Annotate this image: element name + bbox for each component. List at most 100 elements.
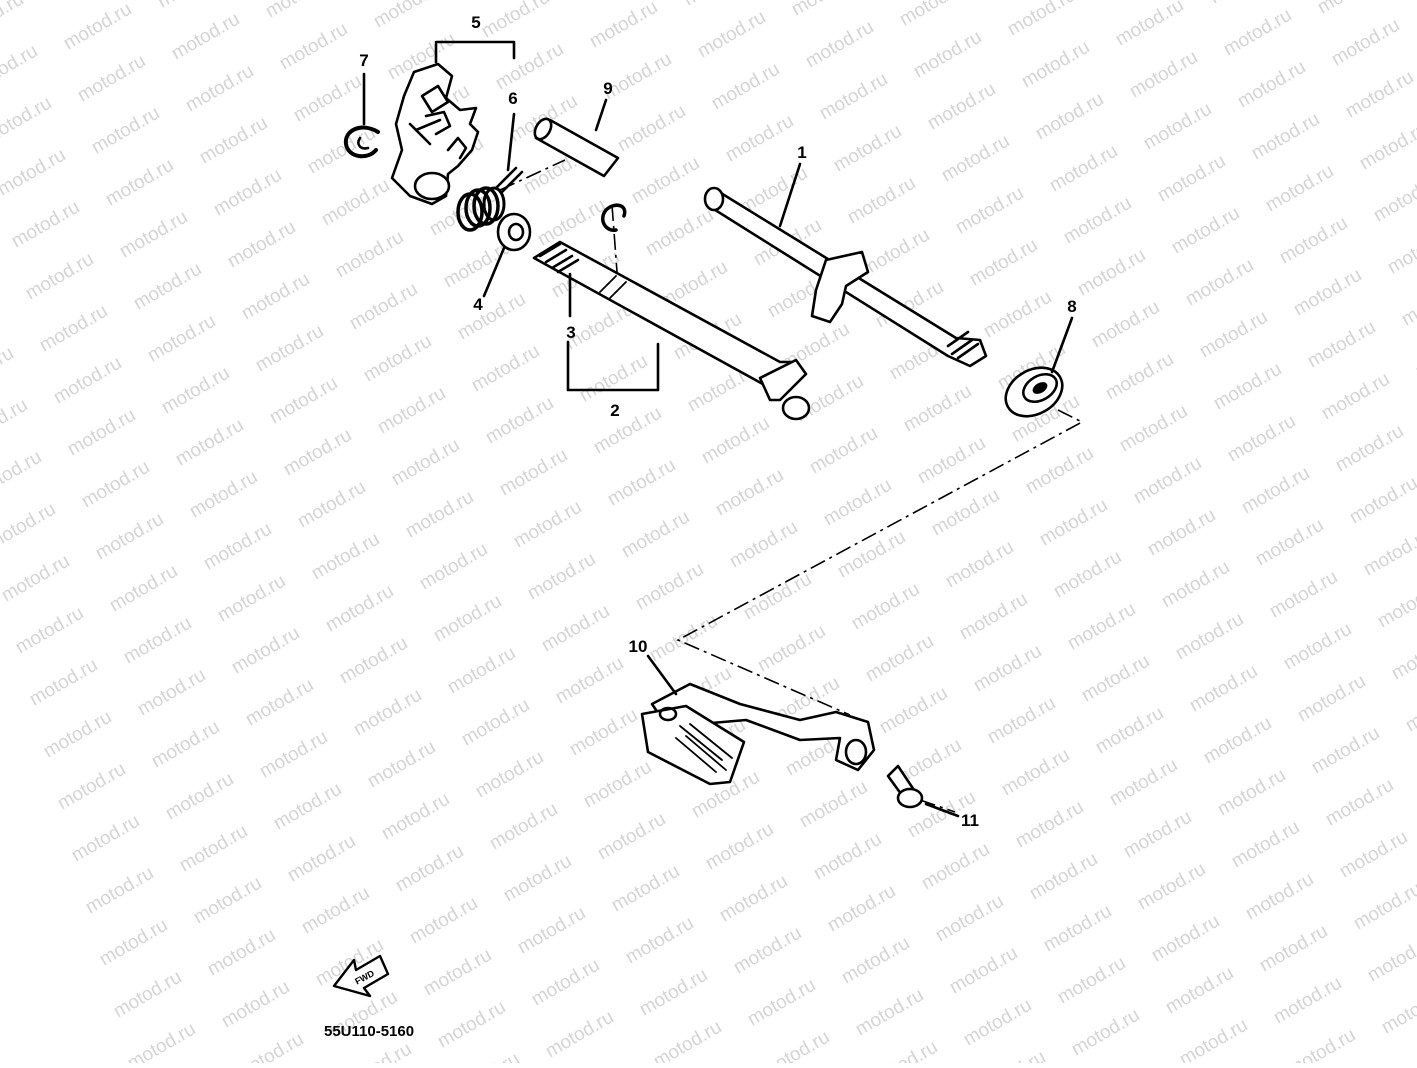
watermark-text: motod.ru [1026,849,1101,905]
watermark-text: motod.ru [346,279,421,335]
watermark-text: motod.ru [1004,0,1079,40]
watermark-text: motod.ru [1234,57,1309,113]
watermark-text: motod.ru [106,561,181,617]
watermark-text: motod.ru [1154,151,1229,207]
watermark-text: motod.ru [1060,193,1135,249]
watermark-text: motod.ru [1078,651,1153,707]
watermark-text: motod.ru [26,655,101,711]
watermark-text: motod.ru [1304,317,1379,373]
watermark-text: motod.ru [304,123,379,179]
watermark-text: motod.ru [1172,609,1247,665]
watermark-text: motod.ru [1308,723,1383,779]
watermark-text: motod.ru [730,923,805,979]
watermark-text: motod.ru [402,487,477,543]
watermark-text: motod.ru [40,707,115,763]
watermark-text: motod.ru [242,675,317,731]
washer-4 [498,214,530,250]
watermark-text: motod.ru [586,0,661,52]
watermark-text: motod.ru [1402,681,1417,737]
watermark-text: motod.ru [1102,349,1177,405]
watermark-text: motod.ru [928,485,1003,541]
watermark-text: motod.ru [1270,973,1345,1029]
watermark-text: motod.ru [228,623,303,679]
watermark-text: motod.ru [1210,359,1285,415]
watermark-text: motod.ru [1186,661,1261,717]
watermark-text: motod.ru [1318,369,1393,425]
watermark-text: motod.ru [524,549,599,605]
watermark-text: motod.ru [594,809,669,865]
watermark-text: motod.ru [900,381,975,437]
watermark-text: motod.ru [1106,755,1181,811]
watermark-text: motod.ru [130,259,205,315]
watermark-text: motod.ru [276,19,351,75]
watermark-text: motod.ru [172,415,247,471]
watermark-text: motod.ru [88,103,163,159]
watermark-text: motod.ru [932,891,1007,947]
watermark-text: motod.ru [92,509,167,565]
watermark-text: motod.ru [1162,963,1237,1019]
watermark-text: motod.ru [284,831,359,887]
watermark-text: motod.ru [1134,859,1209,915]
watermark-text: motod.ru [12,603,87,659]
watermark-text: motod.ru [942,537,1017,593]
watermark-text: motod.ru [534,195,609,251]
watermark-text: motod.ru [646,611,721,667]
watermark-text: motod.ru [1328,15,1403,71]
watermark-text: motod.ru [124,1019,199,1063]
watermark-text: motod.ru [430,591,505,647]
watermark-text: motod.ru [1276,213,1351,269]
watermark-text: motod.ru [468,341,543,397]
watermark-text: motod.ru [712,465,787,521]
watermark-text: motod.ru [542,1007,617,1063]
watermark-text: motod.ru [134,665,209,721]
watermark-text: motod.ru [148,717,223,773]
watermark-text: motod.ru [604,455,679,511]
watermark-text: motod.ru [186,467,261,523]
watermark-text: motod.ru [120,613,195,669]
watermark-text: motod.ru [858,225,933,281]
watermark-text: motod.ru [514,903,589,959]
watermark-text: motod.ru [1036,495,1111,551]
watermark-text: motod.ru [608,861,683,917]
watermark-text: motod.ru [1068,1005,1143,1061]
watermark-text: motod.ru [1092,703,1167,759]
watermark-text: motod.ru [0,499,59,555]
watermark-text: motod.ru [1214,765,1289,821]
watermark-text: motod.ru [1370,171,1417,227]
watermark-text: motod.ru [1032,89,1107,145]
drawing-code: 55U110-5160 [324,1023,414,1040]
watermark-text: motod.ru [262,0,337,22]
watermark-text: motod.ru [168,9,243,65]
watermark-text: motod.ru [1200,713,1275,769]
watermark-text: motod.ru [1126,47,1201,103]
watermark-text: motod.ru [1248,109,1323,165]
watermark-text: motod.ru [820,475,895,531]
watermark-text: motod.ru [1356,119,1417,175]
watermark-text: motod.ru [102,155,177,211]
watermark-text: motod.ru [1012,797,1087,853]
watermark-text: motod.ru [1054,953,1129,1009]
watermark-text: motod.ru [838,933,913,989]
watermark-text: motod.ru [914,433,989,489]
watermark-text: motod.ru [1266,567,1341,623]
watermark-text: motod.ru [232,1029,307,1063]
watermark-text: motod.ru [722,111,797,167]
watermark-text: motod.ru [454,289,529,345]
watermark-text: motod.ru [754,621,829,677]
watermark-text: motod.ru [482,393,557,449]
watermark-text: motod.ru [970,641,1045,697]
callout-3: 3 [566,323,575,342]
watermark-text: motod.ru [322,581,397,637]
watermark-text: motod.ru [1364,931,1417,987]
watermark-text: motod.ru [1332,421,1407,477]
watermark-text: motod.ru [852,985,927,1041]
watermark-text: motod.ru [182,61,257,117]
watermark-text: motod.ru [1148,911,1223,967]
watermark-text: motod.ru [486,799,561,855]
watermark-text: motod.ru [702,819,777,875]
watermark-text: motod.ru [1384,223,1417,279]
watermark-text: motod.ru [1120,807,1195,863]
watermark-text: motod.ru [708,59,783,115]
watermark-text: motod.ru [50,353,125,409]
watermark-text: motod.ru [740,569,815,625]
